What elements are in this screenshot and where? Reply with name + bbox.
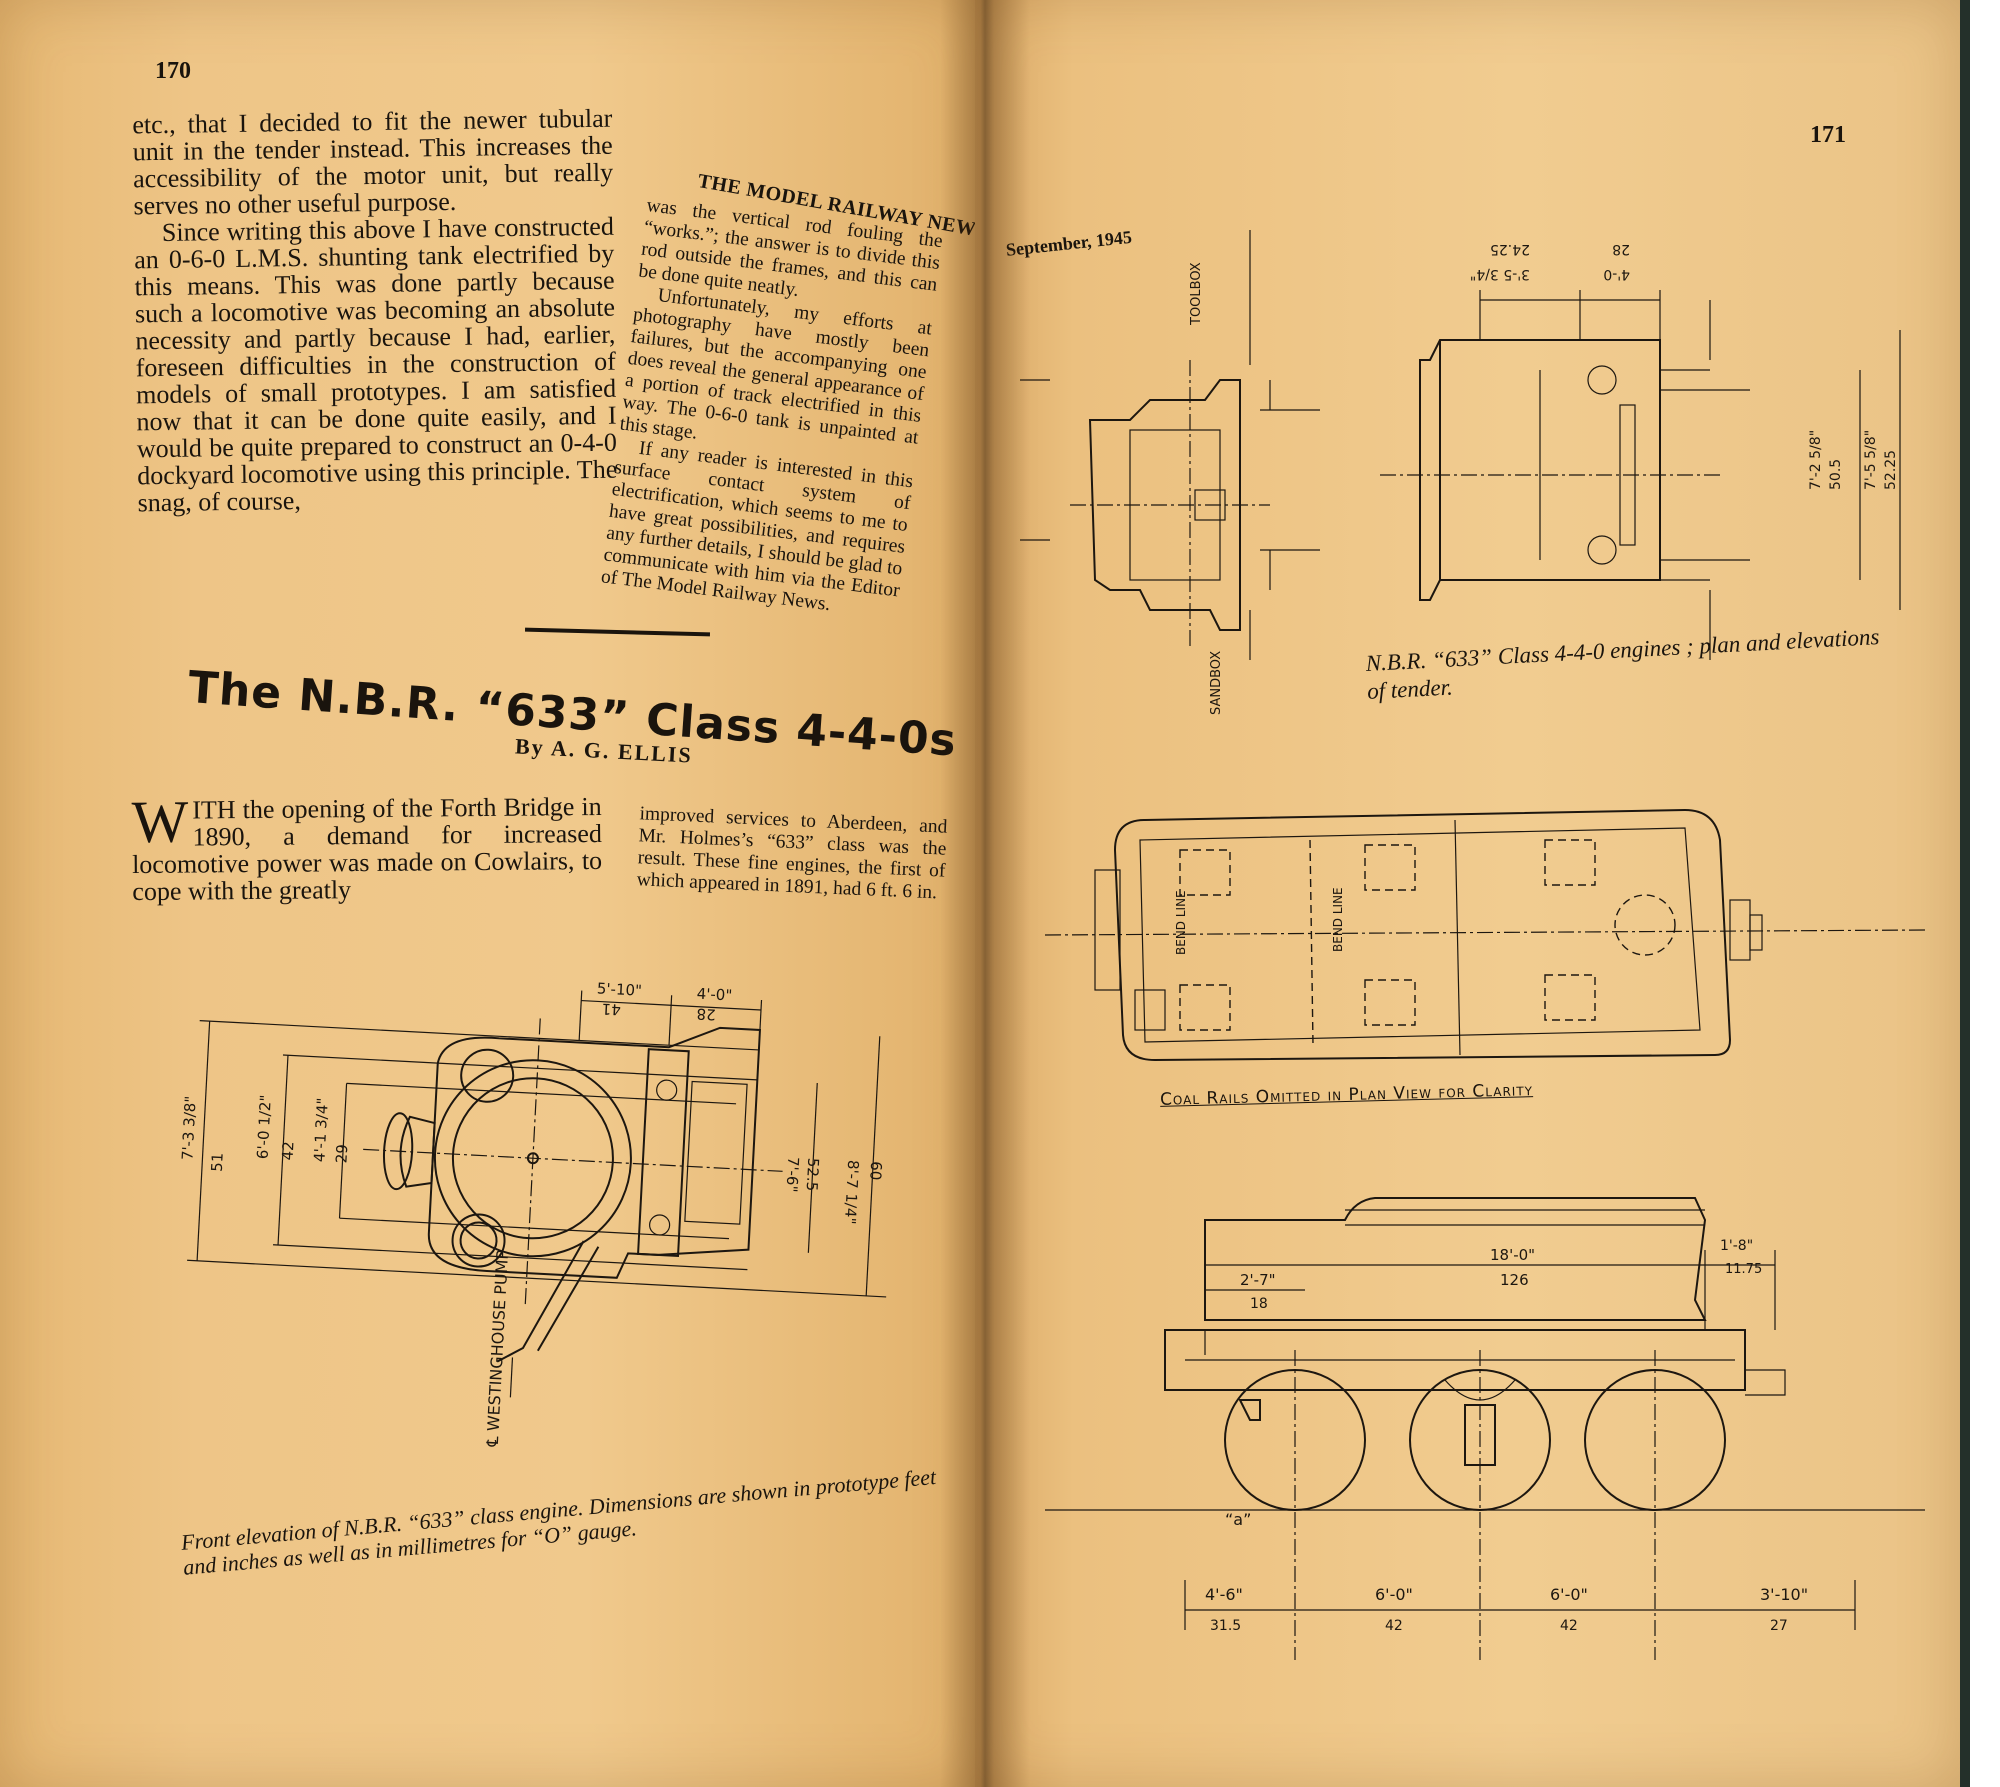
dim-text: 2'-7": [1240, 1271, 1276, 1289]
dim-text: 18'-0": [1490, 1246, 1535, 1264]
paragraph: etc., that I decided to fit the newer tu…: [132, 103, 614, 221]
plan-view-note: Coal Rails Omitted in Plan View for Clar…: [1159, 1080, 1534, 1110]
dim-text: 51: [208, 1152, 227, 1172]
dim-text: 42: [278, 1141, 297, 1161]
front-elevation-drawing: 5'-10" 41 4'-0" 28 7'-3 3/8" 51 6'-0 1/2…: [178, 979, 887, 1448]
dim-text: 8'-7 1/4": [841, 1160, 862, 1225]
dim-text: 42: [1385, 1618, 1403, 1634]
dim-text: 42: [1560, 1618, 1578, 1634]
dim-text: 27: [1770, 1618, 1788, 1634]
right-page: 171 September, 1945 TOOLBOX SANDBOX: [975, 0, 1970, 1787]
tender-plan-drawing: BEND LINE BEND LINE: [1044, 808, 1926, 1062]
dim-text: 41: [601, 1000, 621, 1019]
bend-line-label: BEND LINE: [1331, 887, 1345, 952]
dim-text: 7'-2 5/8": [1808, 430, 1824, 490]
bend-line-label: BEND LINE: [1174, 890, 1188, 955]
dim-text: 28: [1612, 241, 1630, 257]
dim-text: 6'-0": [1550, 1585, 1588, 1604]
tender-side-elevation-drawing: 18'-0" 126 1'-8" 11.75 2'-7" 18 “a” 4'-6…: [1045, 1197, 1925, 1660]
article-column-1: etc., that I decided to fit the newer tu…: [132, 103, 618, 518]
dim-text: 50.5: [1828, 459, 1844, 490]
section-rule: [524, 627, 711, 637]
dim-text: 31.5: [1210, 1618, 1241, 1634]
dim-text: 11.75: [1725, 1262, 1762, 1277]
dim-text: 52.5: [803, 1157, 823, 1191]
pump-label: ℄ WESTINGHOUSE PUMP: [483, 1249, 512, 1448]
dim-text: 1'-8": [1720, 1238, 1753, 1254]
dim-text: 7'-6": [783, 1156, 803, 1192]
dim-text: 3'-10": [1760, 1585, 1808, 1604]
dim-text: 4'-0: [1603, 266, 1630, 282]
dim-text: 52.25: [1883, 450, 1899, 490]
dim-text: 6'-0 1/2": [254, 1094, 275, 1159]
dim-text: 4'-6": [1205, 1585, 1243, 1604]
tender-elevations-drawing: TOOLBOX SANDBOX 3'-5 3/4" 24.25 4'-0 28 …: [1020, 230, 1901, 715]
left-page: 170 etc., that I decided to fit the newe…: [0, 0, 989, 1787]
dim-text: 7'-3 3/8": [178, 1095, 199, 1160]
dim-text: 18: [1250, 1296, 1268, 1312]
drop-cap: W: [131, 788, 189, 856]
dim-text: 4'-0": [696, 985, 732, 1005]
dim-text: 126: [1500, 1271, 1529, 1289]
intro-text: ITH the opening of the Forth Bridge in 1…: [132, 791, 603, 907]
page-number-right: 171: [1810, 122, 1846, 148]
dim-text: 24.25: [1490, 241, 1530, 257]
dim-text: 5'-10": [596, 979, 642, 999]
dim-text: 4'-1 3/4": [310, 1097, 331, 1162]
sandbox-label: SANDBOX: [1209, 651, 1224, 715]
toolbox-label: TOOLBOX: [1189, 262, 1204, 326]
article-column-2: was the vertical rod fouling the “works.…: [600, 195, 944, 624]
figure-caption-left: Front elevation of N.B.R. “633” class en…: [180, 1463, 937, 1580]
dim-text: 29: [332, 1144, 351, 1164]
intro-column-2: improved services to Aberdeen, and Mr. H…: [636, 803, 948, 904]
dim-text: 28: [696, 1005, 716, 1024]
dim-text: 6'-0": [1375, 1585, 1413, 1604]
paragraph: Since writing this above I have construc…: [134, 211, 618, 518]
page-number-left: 170: [155, 58, 191, 84]
dim-text: 3'-5 3/4": [1470, 266, 1530, 282]
dim-text: 60: [866, 1161, 885, 1181]
dim-text: 7'-5 5/8": [1863, 430, 1879, 490]
label-a: “a”: [1225, 1510, 1251, 1529]
